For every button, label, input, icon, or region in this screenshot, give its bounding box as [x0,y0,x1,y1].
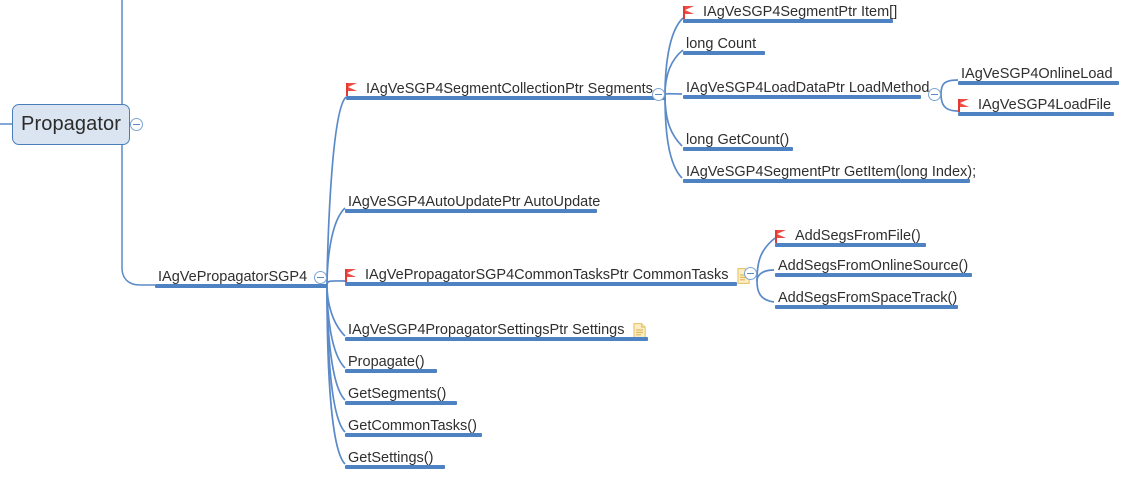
node-label: IAgVeSGP4PropagatorSettingsPtr Settings [348,322,625,338]
node-underline [345,337,648,341]
node-underline [958,81,1119,85]
node-label: IAgVeSGP4LoadFile [978,97,1112,113]
red-flag-icon [346,82,359,97]
node-label: AddSegsFromFile() [795,228,921,244]
node-label: long GetCount() [686,132,790,148]
root-node[interactable]: Propagator [12,104,130,145]
node-label: IAgVeSGP4SegmentCollectionPtr Segments [366,81,653,97]
node-load-file[interactable]: IAgVeSGP4LoadFile [958,95,1114,116]
node-add-segs-from-file[interactable]: AddSegsFromFile() [775,226,926,247]
node-underline [155,284,327,288]
node-segments[interactable]: IAgVeSGP4SegmentCollectionPtr Segments [346,79,665,100]
node-label: IAgVePropagatorSGP4 [158,269,308,285]
collapse-icon-segments[interactable] [652,88,665,101]
node-label: long Count [686,36,757,52]
red-flag-icon [345,268,358,283]
root-node-label: Propagator [21,113,121,135]
node-underline [683,179,970,183]
node-underline [345,282,737,286]
node-label: IAgVeSGP4SegmentPtr Item[] [703,4,898,20]
node-get-segments[interactable]: GetSegments() [345,384,457,405]
collapse-icon-root[interactable] [130,118,143,131]
node-underline [345,433,482,437]
node-load-method[interactable]: IAgVeSGP4LoadDataPtr LoadMethod [683,78,929,99]
node-underline [345,465,445,469]
node-label: AddSegsFromSpaceTrack() [778,290,958,306]
node-add-segs-from-online-source[interactable]: AddSegsFromOnlineSource() [775,256,972,277]
node-get-settings[interactable]: GetSettings() [345,448,445,469]
node-get-count[interactable]: long GetCount() [683,130,793,151]
node-underline [345,209,597,213]
node-label: IAgVeSGP4OnlineLoad [961,66,1113,82]
node-settings[interactable]: IAgVeSGP4PropagatorSettingsPtr Settings [345,320,648,341]
node-get-common-tasks[interactable]: GetCommonTasks() [345,416,482,437]
node-label: GetSettings() [348,450,434,466]
node-propagate[interactable]: Propagate() [345,352,437,373]
node-label: IAgVeSGP4AutoUpdatePtr AutoUpdate [348,194,601,210]
node-item[interactable]: IAgVeSGP4SegmentPtr Item[] [683,2,897,23]
node-add-segs-from-space-track[interactable]: AddSegsFromSpaceTrack() [775,288,958,309]
red-flag-icon [683,5,696,20]
node-label: GetSegments() [348,386,447,402]
node-label: Propagate() [348,354,425,370]
red-flag-icon [958,98,971,113]
node-underline [775,305,958,309]
node-label: AddSegsFromOnlineSource() [778,258,969,274]
collapse-icon-propagator-sgp4[interactable] [314,271,327,284]
red-flag-icon [775,229,788,244]
node-underline [683,147,793,151]
node-underline [683,51,765,55]
node-get-item[interactable]: IAgVeSGP4SegmentPtr GetItem(long Index); [683,162,976,183]
node-underline [683,19,893,23]
node-count[interactable]: long Count [683,34,765,55]
note-icon [633,322,647,339]
node-underline [345,369,437,373]
collapse-icon-common-tasks[interactable] [744,267,757,280]
node-underline [775,273,972,277]
node-online-load[interactable]: IAgVeSGP4OnlineLoad [958,64,1119,85]
node-underline [958,112,1114,116]
collapse-icon-load-method[interactable] [928,88,941,101]
node-underline [345,401,457,405]
node-underline [683,95,921,99]
node-underline [775,243,926,247]
node-label: IAgVeSGP4LoadDataPtr LoadMethod [686,80,930,96]
node-underline [346,96,665,100]
node-label: GetCommonTasks() [348,418,477,434]
node-propagator-sgp4[interactable]: IAgVePropagatorSGP4 [155,267,327,288]
node-label: IAgVePropagatorSGP4CommonTasksPtr Common… [365,267,729,283]
node-auto-update[interactable]: IAgVeSGP4AutoUpdatePtr AutoUpdate [345,192,600,213]
node-common-tasks[interactable]: IAgVePropagatorSGP4CommonTasksPtr Common… [345,265,751,286]
node-label: IAgVeSGP4SegmentPtr GetItem(long Index); [686,164,977,180]
